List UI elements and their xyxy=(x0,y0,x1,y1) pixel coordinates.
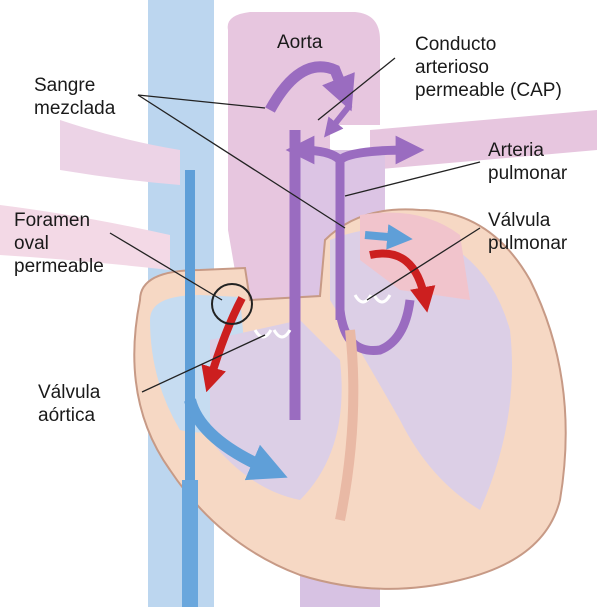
label-sangre-line1: Sangre xyxy=(34,75,95,96)
label-sangre-line2: mezclada xyxy=(34,98,115,119)
label-conducto-line3: permeable (CAP) xyxy=(415,80,562,101)
label-arteria-line2: pulmonar xyxy=(488,163,567,184)
label-conducto-line1: Conducto xyxy=(415,34,496,55)
label-valvula-pulmonar-line2: pulmonar xyxy=(488,233,567,254)
label-arteria-line1: Arteria xyxy=(488,140,544,161)
label-foramen-line2: oval xyxy=(14,233,49,254)
right-vessel-branch xyxy=(370,110,597,170)
label-foramen-line3: permeable xyxy=(14,256,104,277)
label-aorta: Aorta xyxy=(277,32,322,53)
label-foramen-line1: Foramen xyxy=(14,210,90,231)
label-valvula-aortica-line2: aórtica xyxy=(38,405,95,426)
blue-small-arrow xyxy=(365,235,400,238)
label-valvula-aortica-line1: Válvula xyxy=(38,382,100,403)
label-conducto-line2: arterioso xyxy=(415,57,489,78)
label-valvula-pulmonar-line1: Válvula xyxy=(488,210,550,231)
